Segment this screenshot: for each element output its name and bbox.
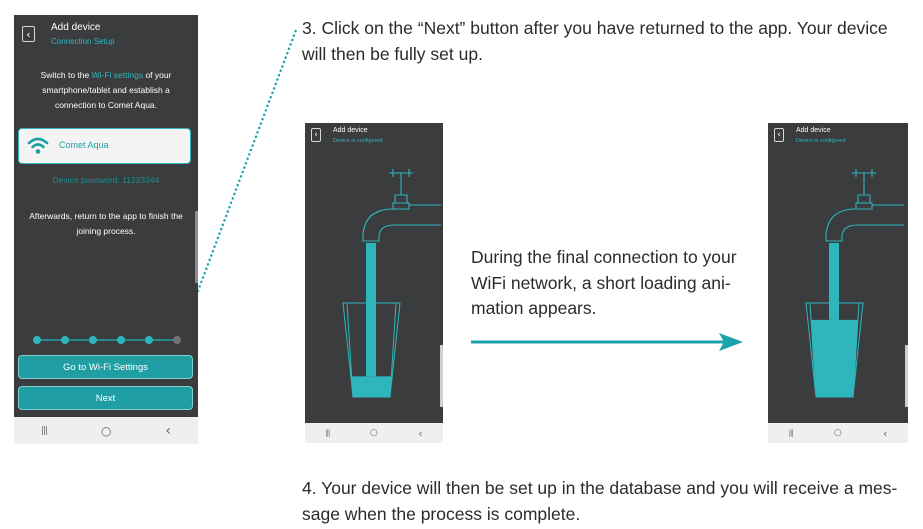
screen-subtitle: Device is configured (333, 138, 383, 144)
progress-step-dot (145, 336, 153, 344)
glass-outline (805, 302, 864, 398)
home-icon[interactable]: ○ (833, 428, 842, 438)
phone-screen-loading-complete: ‹ Add device Device is configured ||| ○ … (768, 123, 908, 443)
step-3-line-1: 3. Click on the “Next” button after you … (302, 18, 888, 38)
progress-step-dot (89, 336, 97, 344)
glass-water-fill (351, 376, 392, 397)
scrollbar-thumb[interactable] (905, 345, 908, 407)
water-stream (829, 243, 839, 320)
scrollbar-thumb[interactable] (195, 211, 198, 283)
progress-step-dot (61, 336, 69, 344)
back-button[interactable]: ‹ (311, 128, 321, 142)
recent-apps-icon[interactable]: ||| (788, 429, 794, 437)
go-to-wifi-settings-button[interactable]: Go to Wi-Fi Settings (18, 355, 193, 379)
step-4-line-1: 4. Your device will then be set up in th… (302, 478, 898, 498)
network-name: Comet Aqua (59, 140, 109, 150)
recent-apps-icon[interactable]: ||| (325, 429, 330, 437)
screen-title: Add device (51, 22, 101, 33)
screen-subtitle: Connection Setup (51, 37, 115, 46)
progress-step-dot (117, 336, 125, 344)
faucet-glass-animation (805, 169, 904, 398)
screen-title: Add device (333, 127, 368, 134)
chevron-left-icon: ‹ (26, 27, 31, 41)
next-button[interactable]: Next (18, 386, 193, 410)
faucet-icon (362, 169, 441, 242)
chevron-left-icon: ‹ (777, 130, 781, 140)
android-nav-bar: ||| ○ ‹ (14, 417, 198, 444)
phone-screen-loading-start: ‹ Add device Device is configured ||| ○ … (305, 123, 443, 443)
screen-title: Add device (796, 127, 831, 134)
phone-screen-connection-setup: ‹ Add device Connection Setup Switch to … (14, 15, 198, 444)
back-icon[interactable]: ‹ (418, 426, 423, 440)
wifi-settings-link[interactable]: Wi-Fi settings (91, 70, 144, 80)
back-icon[interactable]: ‹ (165, 422, 171, 439)
afterwards-instructions: Afterwards, return to the app to finish … (29, 211, 183, 236)
progress-step-dot (33, 336, 41, 344)
android-nav-bar: ||| ○ ‹ (305, 423, 443, 443)
chevron-left-icon: ‹ (314, 130, 318, 140)
wifi-icon (27, 137, 49, 154)
scrollbar-thumb[interactable] (440, 345, 443, 407)
back-icon[interactable]: ‹ (882, 426, 888, 440)
step-3-text: 3. Click on the “Next” button after you … (302, 15, 888, 67)
home-icon[interactable]: ○ (100, 423, 112, 438)
glass-water-fill (811, 319, 858, 397)
step-4-line-2: sage when the process is complete. (302, 504, 581, 524)
faucet-icon (825, 169, 904, 242)
step-3-line-2: will then be fully set up. (302, 44, 483, 64)
right-arrow-icon (471, 333, 743, 351)
progress-stepper (33, 336, 181, 344)
screen-subtitle: Device is configured (796, 138, 846, 144)
android-nav-bar: ||| ○ ‹ (768, 423, 908, 443)
wifi-network-item[interactable]: Comet Aqua (18, 128, 191, 164)
water-stream (366, 243, 376, 377)
wifi-instructions: Switch to the Wi-Fi settings of your sma… (40, 70, 172, 110)
back-button[interactable]: ‹ (22, 26, 35, 42)
device-password: Device password: 11223344 (52, 175, 160, 185)
home-icon[interactable]: ○ (369, 428, 378, 438)
glass-outline (342, 302, 401, 398)
recent-apps-icon[interactable]: ||| (40, 425, 48, 436)
back-button[interactable]: ‹ (774, 128, 784, 142)
progress-step-dot (173, 336, 181, 344)
loading-animation-caption: During the final connection to your WiFi… (471, 247, 737, 318)
step-4-text: 4. Your device will then be set up in th… (302, 475, 897, 527)
faucet-glass-animation (342, 169, 441, 398)
